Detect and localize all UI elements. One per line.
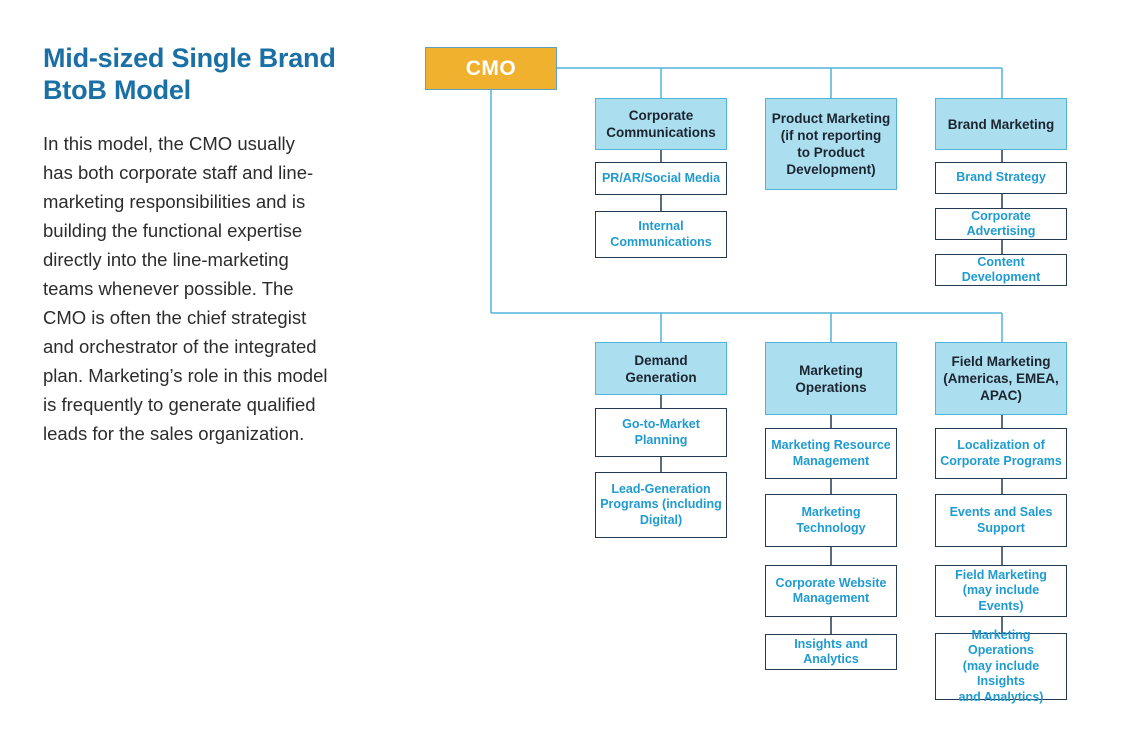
marketing-technology-box: Marketing Technology [765, 494, 897, 547]
demand-generation-box: Demand Generation [595, 342, 727, 395]
events-and-sales-support-box: Events and Sales Support [935, 494, 1067, 547]
description-paragraph: In this model, the CMO usually has both … [43, 129, 373, 448]
box-label: Marketing Operations [795, 362, 867, 395]
title-line: Mid-sized Single Brand [43, 43, 336, 73]
box-label: Field Marketing (Americas, EMEA, APAC) [943, 354, 1059, 403]
box-label: Product Marketing (if not reporting to P… [771, 111, 891, 177]
description-line: plan. Marketing’s role in this model [43, 365, 328, 386]
box-label: Corporate Website Management [775, 575, 887, 606]
localization-of-corporate-programs-box: Localization of Corporate Programs [935, 428, 1067, 479]
pr-ar-social-media-box: PR/AR/Social Media [595, 162, 727, 195]
box-label: Insights and Analytics [794, 636, 868, 667]
box-label: Brand Marketing [947, 116, 1055, 132]
box-label: Marketing Technology [796, 505, 866, 535]
box-label: Corporate Communications [606, 108, 716, 140]
box-label: Localization of Corporate Programs [940, 438, 1062, 468]
box-label: Corporate Advertising [966, 208, 1036, 239]
brand-strategy-box: Brand Strategy [935, 162, 1067, 194]
brand-marketing-box: Brand Marketing [935, 98, 1067, 150]
description-line: CMO is often the chief strategist [43, 307, 307, 328]
corporate-advertising-box: Corporate Advertising [935, 208, 1067, 240]
marketing-resource-management-box: Marketing Resource Management [765, 428, 897, 479]
field-marketing-events-box: Field Marketing (may include Events) [935, 565, 1067, 617]
description-line: is frequently to generate qualified [43, 394, 316, 415]
box-label: Marketing Operations (may include Insigh… [958, 627, 1044, 704]
insights-and-analytics-box: Insights and Analytics [765, 634, 897, 670]
corporate-website-management-box: Corporate Website Management [765, 565, 897, 617]
title-line: BtoB Model [43, 75, 191, 105]
box-label: Internal Communications [610, 219, 712, 249]
box-label: Go-to-Market Planning [622, 417, 700, 447]
box-label: Field Marketing (may include Events) [955, 567, 1047, 613]
description-line: has both corporate staff and line- [43, 162, 314, 183]
description-line: directly into the line-marketing [43, 249, 289, 270]
field-marketing-box: Field Marketing (Americas, EMEA, APAC) [935, 342, 1067, 415]
description-line: teams whenever possible. The [43, 278, 294, 299]
description-line: marketing responsibilities and is [43, 191, 306, 212]
box-label: Brand Strategy [956, 170, 1046, 185]
cmo-box: CMO [425, 47, 557, 90]
box-label: Demand Generation [625, 352, 697, 385]
marketing-operations-insights-box: Marketing Operations (may include Insigh… [935, 628, 1067, 704]
internal-communications-box: Internal Communications [595, 211, 727, 258]
content-development-box: Content Development [935, 254, 1067, 286]
box-label: Events and Sales Support [949, 505, 1053, 535]
description-line: In this model, the CMO usually [43, 133, 295, 154]
description-line: leads for the sales organization. [43, 423, 305, 444]
box-label: Marketing Resource Management [771, 438, 891, 468]
cmo-label: CMO [465, 56, 517, 80]
marketing-operations-box: Marketing Operations [765, 342, 897, 415]
description-line: and orchestrator of the integrated [43, 336, 317, 357]
go-to-market-planning-box: Go-to-Market Planning [595, 408, 727, 457]
box-label: Lead-Generation Programs (including Digi… [600, 481, 722, 527]
box-label: Content Development [961, 254, 1041, 285]
box-label: PR/AR/Social Media [601, 170, 721, 185]
lead-generation-programs-box: Lead-Generation Programs (including Digi… [595, 472, 727, 538]
product-marketing-box: Product Marketing (if not reporting to P… [765, 98, 897, 190]
description-line: building the functional expertise [43, 220, 303, 241]
page-title: Mid-sized Single Brand BtoB Model [43, 42, 336, 106]
corporate-communications-box: Corporate Communications [595, 98, 727, 150]
